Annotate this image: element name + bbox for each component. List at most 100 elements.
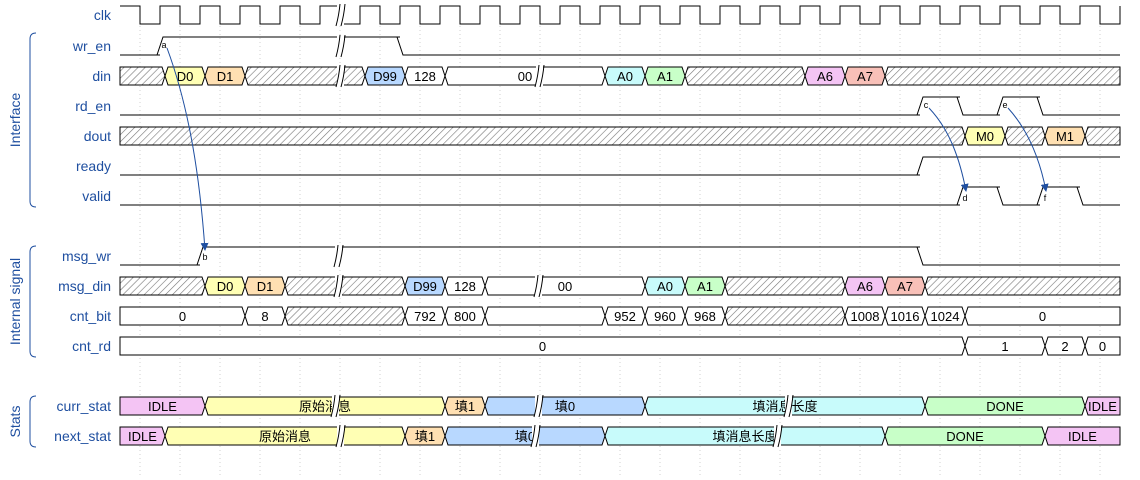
bus-label: 0 <box>1099 339 1106 354</box>
signal-name-rd_en: rd_en <box>75 98 111 114</box>
bus-label: 800 <box>454 309 476 324</box>
bus-label: 填0 <box>515 429 535 444</box>
bus-label: D1 <box>217 69 234 84</box>
time-break <box>777 424 783 448</box>
signal-name-ready: ready <box>76 158 111 174</box>
bus-hatch <box>684 66 806 86</box>
signal-name-din: din <box>92 68 111 84</box>
gap-mask <box>337 35 344 57</box>
bus-label: 1 <box>1001 339 1008 354</box>
bus-label: A1 <box>697 279 713 294</box>
time-break <box>772 424 778 448</box>
msg_wr-wave <box>120 246 1120 266</box>
arrow-a-b <box>166 47 209 251</box>
gap-mask <box>785 395 792 417</box>
group-bracket <box>29 245 37 358</box>
bus-label: 0 <box>1039 309 1046 324</box>
time-break <box>340 3 346 27</box>
bus-label: 00 <box>518 69 532 84</box>
signal-name-wr_en: wr_en <box>72 38 111 54</box>
bus-label: 1024 <box>931 309 960 324</box>
signal-name-cnt_bit: cnt_bit <box>70 308 111 324</box>
bus-label: 填1 <box>415 429 435 444</box>
bus-value <box>1084 396 1121 416</box>
bus-label: A6 <box>857 279 873 294</box>
time-break <box>533 274 539 298</box>
gap-mask <box>337 4 344 26</box>
bus-label: D0 <box>177 69 194 84</box>
arrow-e-f <box>1007 107 1049 192</box>
bus-label: 原始消息 <box>299 399 351 414</box>
bus-label: A0 <box>617 69 633 84</box>
gap-mask <box>337 65 344 87</box>
wr_en-wave <box>120 36 1120 56</box>
time-break <box>788 394 794 418</box>
marker-c: c <box>924 100 929 110</box>
group-label: Stats <box>7 406 23 438</box>
bus-label: 0 <box>539 339 546 354</box>
time-break <box>340 424 346 448</box>
bus-label: 原始消息 <box>259 429 311 444</box>
marker-e: e <box>1002 100 1007 110</box>
time-break <box>335 424 341 448</box>
bus-label: 2 <box>1061 339 1068 354</box>
bus-label: 960 <box>654 309 676 324</box>
rd_en-wave <box>120 96 1120 116</box>
bus-label: IDLE <box>128 429 157 444</box>
bus-label: 792 <box>414 309 436 324</box>
bus-label: D0 <box>217 279 234 294</box>
gap-mask <box>535 275 542 297</box>
bus-label: 1016 <box>891 309 920 324</box>
gap-mask <box>335 275 342 297</box>
bus-label: M0 <box>976 129 994 144</box>
bus-label: 00 <box>558 279 572 294</box>
time-break <box>333 244 339 268</box>
gap-mask <box>532 425 539 447</box>
time-break <box>335 64 341 88</box>
bus-label: D99 <box>373 69 397 84</box>
bus-hatch <box>119 276 206 296</box>
time-break <box>539 64 545 88</box>
bus-label: 128 <box>454 279 476 294</box>
gap-mask <box>337 425 344 447</box>
bus-hatch <box>119 126 966 146</box>
bus-hatch <box>1004 126 1046 146</box>
valid-wave <box>120 186 1120 206</box>
group-bracket <box>29 32 37 208</box>
bus-label: DONE <box>946 429 984 444</box>
bus-hatch <box>1084 126 1121 146</box>
group-bracket <box>29 395 37 448</box>
time-break <box>530 424 536 448</box>
time-break <box>338 274 344 298</box>
clk-wave <box>120 5 1121 25</box>
gap-mask <box>535 395 542 417</box>
gap-mask <box>774 425 781 447</box>
bus-label: A7 <box>897 279 913 294</box>
marker-d: d <box>962 193 967 203</box>
bus-hatch <box>244 66 366 86</box>
time-break <box>335 394 341 418</box>
bus-value <box>484 306 606 326</box>
time-break <box>338 244 344 268</box>
bus-label: DONE <box>986 399 1024 414</box>
signal-name-valid: valid <box>82 188 111 204</box>
time-break <box>340 64 346 88</box>
bus-value <box>964 306 1121 326</box>
bus-label: A0 <box>657 279 673 294</box>
bus-label: D1 <box>257 279 274 294</box>
marker-b: b <box>202 252 207 262</box>
bus-label: IDLE <box>148 399 177 414</box>
bus-hatch <box>924 276 1121 296</box>
signal-name-msg_wr: msg_wr <box>62 248 111 264</box>
bus-label: A1 <box>657 69 673 84</box>
bus-label: 128 <box>414 69 436 84</box>
signal-name-curr_stat: curr_stat <box>57 398 112 414</box>
bus-label: IDLE <box>1088 399 1117 414</box>
bus-label: 952 <box>614 309 636 324</box>
signal-name-dout: dout <box>84 128 111 144</box>
bus-label: 968 <box>694 309 716 324</box>
gap-mask <box>335 245 342 267</box>
bus-hatch <box>119 66 166 86</box>
bus-hatch <box>284 276 406 296</box>
